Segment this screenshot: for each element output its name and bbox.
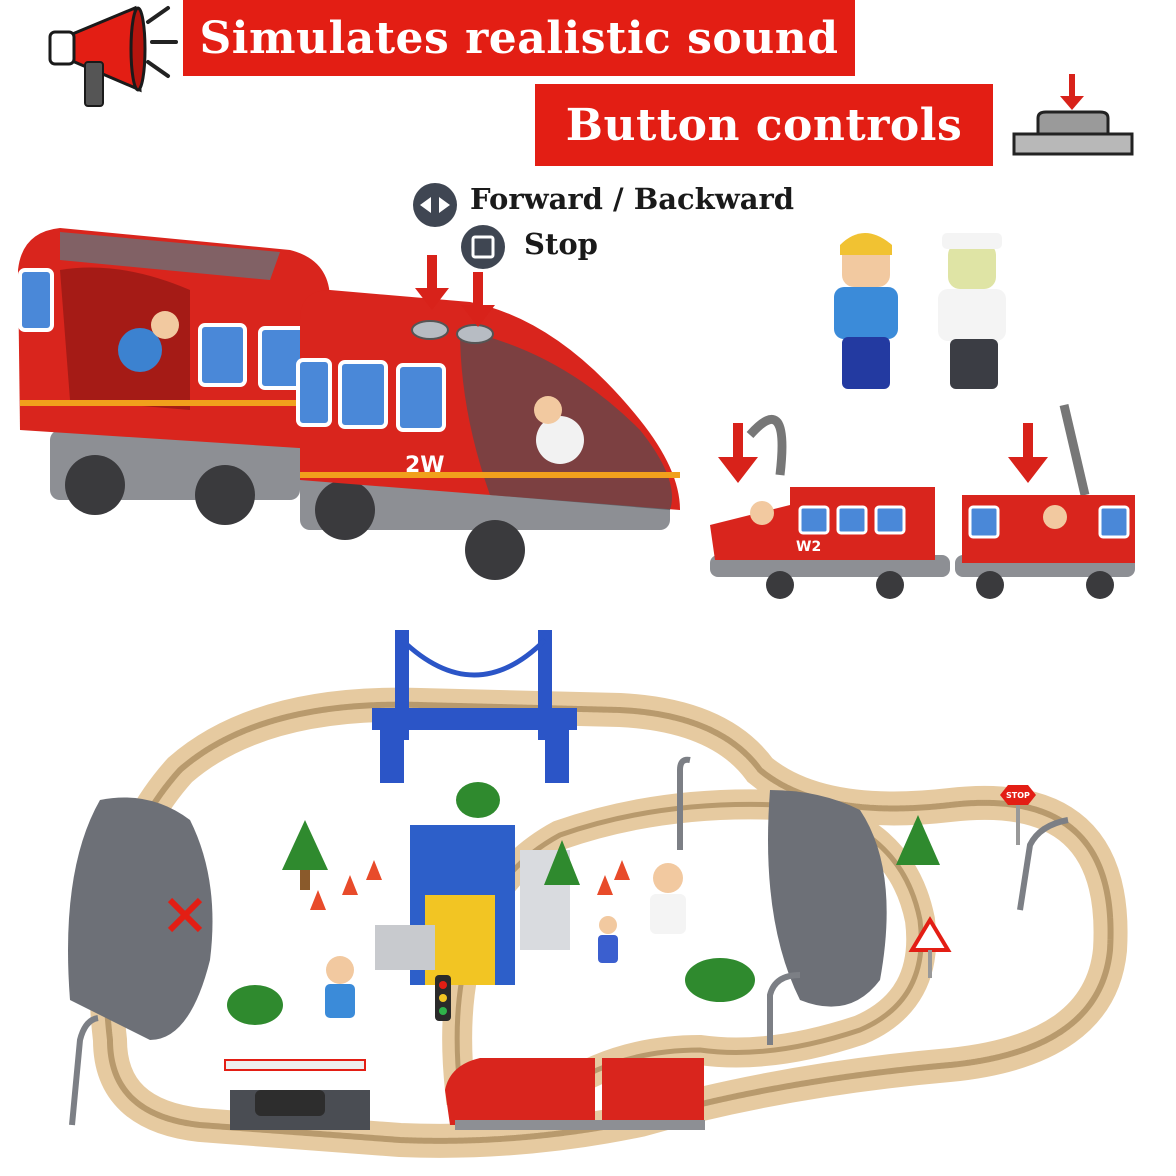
banner-simulates-sound: Simulates realistic sound [183, 0, 855, 76]
small-train-number: W2 [796, 539, 821, 555]
station [375, 825, 570, 985]
press-arrows [415, 255, 495, 327]
conductor-figure [938, 233, 1006, 389]
stop-label: Stop [524, 227, 598, 261]
stop-sign: STOP [1000, 785, 1036, 845]
push-button-icon [1012, 74, 1134, 156]
figures-illustration [834, 233, 1006, 389]
rear-car [18, 228, 330, 525]
forward-backward-icon [413, 183, 457, 227]
banner-button-controls: Button controls [535, 84, 993, 166]
train-on-track [445, 1058, 705, 1130]
blonde-figure [834, 233, 898, 389]
stop-sign-text: STOP [1006, 791, 1030, 800]
suspension-bridge [372, 630, 577, 783]
small-trains-illustration: W2 [710, 403, 1135, 599]
front-car: 2W [296, 290, 680, 580]
stop-icon [461, 225, 505, 269]
megaphone-icon [48, 5, 178, 107]
forward-backward-label: Forward / Backward [470, 182, 795, 216]
track-layout-illustration: STOP [68, 630, 1128, 1158]
big-train-number: 2W [405, 453, 445, 478]
big-train-illustration: 2W [18, 228, 680, 580]
